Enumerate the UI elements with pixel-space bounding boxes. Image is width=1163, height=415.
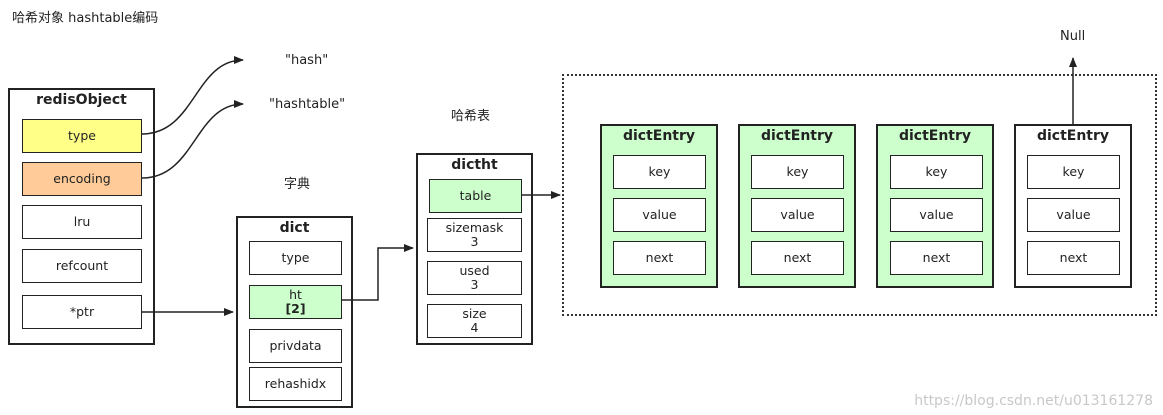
label-hash: "hash" [285, 53, 329, 68]
entries-container [562, 74, 1157, 316]
dict-entry-title: dictEntry [622, 128, 696, 144]
entry-field-key: key [751, 155, 844, 189]
arrow-type-to-hash [141, 56, 244, 135]
sizemask-value: 3 [470, 234, 479, 249]
dict-entry-1: dictEntry key value next [600, 124, 718, 288]
dict-entry-title: dictEntry [1036, 128, 1110, 144]
dict-field-rehashidx: rehashidx [249, 367, 342, 401]
entry-field-value: value [890, 198, 983, 232]
dict-field-ht: ht [2] [249, 285, 342, 319]
redisobject-field-refcount: refcount [22, 249, 142, 283]
redisobject-field-ptr: *ptr [22, 295, 142, 329]
redisobject-field-encoding: encoding [22, 162, 142, 196]
entry-field-value: value [751, 198, 844, 232]
dictht-field-used: used 3 [427, 261, 522, 295]
watermark: https://blog.csdn.net/u013161278 [914, 393, 1153, 409]
dict-entry-3: dictEntry key value next [876, 124, 994, 288]
dict-title: dict [279, 220, 310, 236]
entry-field-key: key [613, 155, 706, 189]
used-value: 3 [470, 277, 479, 292]
diagram-title: 哈希对象 hashtable编码 [12, 11, 159, 26]
arrow-encoding-to-hashtable [141, 100, 244, 179]
size-value: 4 [470, 320, 479, 335]
entry-field-value: value [613, 198, 706, 232]
size-label: size [462, 306, 487, 321]
entry-field-next: next [1027, 241, 1120, 275]
dict-field-type: type [249, 241, 342, 275]
arrow-ht-to-dictht [342, 244, 414, 301]
dictht-title: dictht [451, 157, 498, 173]
entry-field-next: next [613, 241, 706, 275]
redisobject-field-lru: lru [22, 205, 142, 239]
dictht-box: dictht table sizemask 3 used 3 size 4 [416, 153, 533, 345]
dict-field-privdata: privdata [249, 329, 342, 363]
dictht-field-sizemask: sizemask 3 [427, 218, 522, 252]
dict-entry-2: dictEntry key value next [738, 124, 856, 288]
dict-entry-title: dictEntry [898, 128, 972, 144]
label-hashtable: "hashtable" [269, 97, 346, 112]
entry-field-next: next [751, 241, 844, 275]
redisobject-title: redisObject [36, 92, 127, 108]
dictht-field-table: table [429, 179, 522, 213]
redisobject-box: redisObject type encoding lru refcount *… [8, 88, 155, 345]
used-label: used [459, 263, 490, 278]
entry-field-key: key [890, 155, 983, 189]
dict-box: dict type ht [2] privdata rehashidx [236, 216, 353, 408]
sizemask-label: sizemask [445, 220, 504, 235]
redisobject-field-type: type [22, 119, 142, 153]
label-null: Null [1060, 29, 1086, 44]
dict-entry-4: dictEntry key value next [1014, 124, 1132, 288]
label-dict-caption: 字典 [284, 177, 311, 192]
dictht-field-size: size 4 [427, 304, 522, 338]
entry-field-next: next [890, 241, 983, 275]
entry-field-value: value [1027, 198, 1120, 232]
label-hashtable-caption: 哈希表 [451, 109, 491, 124]
dict-entry-title: dictEntry [760, 128, 834, 144]
entry-field-key: key [1027, 155, 1120, 189]
